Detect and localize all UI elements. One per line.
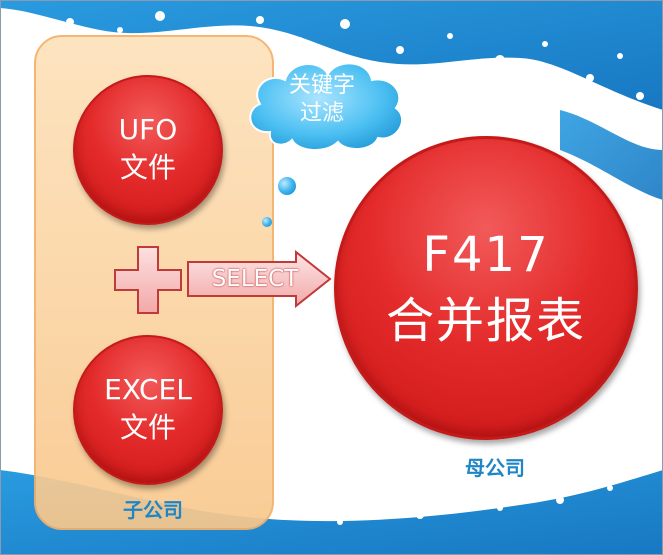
- filter-cloud-label-1: 关键字: [288, 73, 355, 98]
- consolidated-report-node: F417 合并报表: [334, 136, 638, 440]
- report-code: F417: [422, 227, 550, 283]
- subsidiary-caption: 子公司: [123, 498, 183, 522]
- parent-company-caption: 母公司: [465, 456, 525, 480]
- excel-file-node: EXCEL 文件: [73, 335, 223, 485]
- report-title: 合并报表: [385, 293, 586, 349]
- select-arrow-label: SELECT: [211, 266, 299, 292]
- ufo-file-label: 文件: [119, 151, 176, 184]
- ufo-label: UFO: [118, 113, 178, 146]
- select-arrow: [187, 250, 332, 308]
- plus-icon: [114, 246, 182, 314]
- excel-label: EXCEL: [104, 373, 192, 406]
- filter-cloud-icon: [249, 62, 403, 151]
- filter-cloud-label-2: 过滤: [299, 101, 344, 126]
- thought-bubble-large: [278, 177, 296, 195]
- ufo-file-node: UFO 文件: [73, 75, 223, 225]
- excel-file-label: 文件: [119, 411, 176, 444]
- thought-bubble-small: [262, 217, 272, 227]
